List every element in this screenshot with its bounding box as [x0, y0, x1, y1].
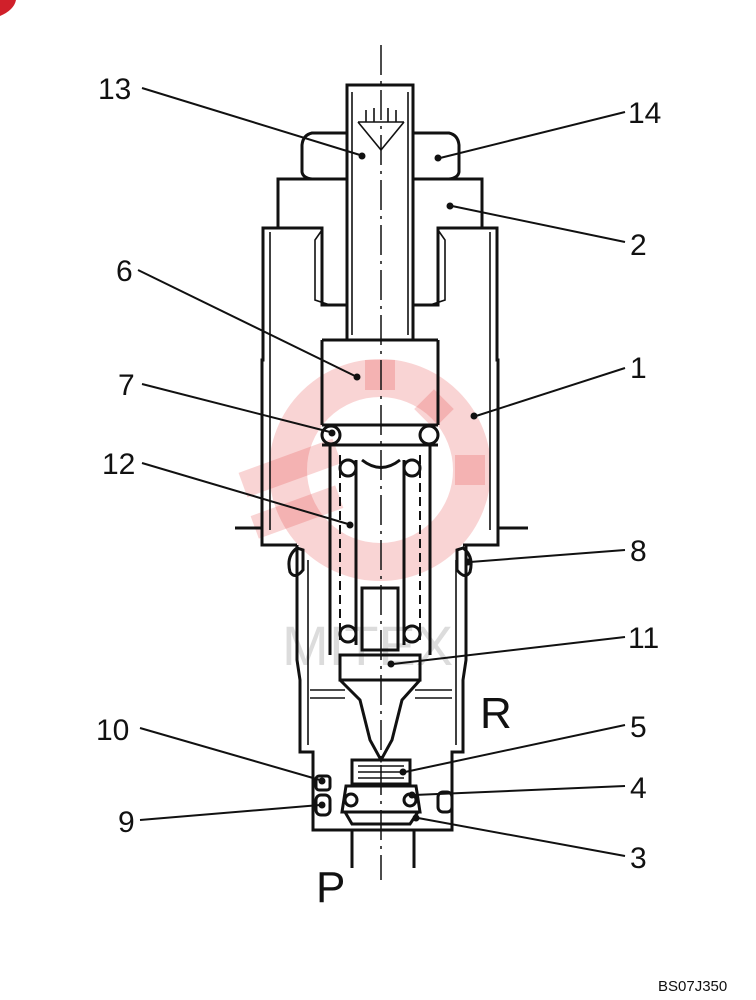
- callout-11: 11: [628, 622, 659, 655]
- callout-6: 6: [116, 255, 133, 288]
- valve-body: [260, 226, 500, 547]
- valve-seat: [350, 758, 412, 786]
- svg-text:MITEX: MITEX: [282, 614, 453, 677]
- port-label-p: P: [316, 863, 345, 912]
- callout-7: 7: [118, 369, 135, 402]
- spring: [328, 445, 432, 655]
- callout-2: 2: [630, 229, 647, 262]
- drawing-code: BS07J350: [658, 978, 727, 995]
- corner-mark: [0, 0, 16, 16]
- o-ring-8: [287, 546, 473, 577]
- spring-seat: [320, 338, 440, 425]
- callout-9: 9: [118, 806, 135, 839]
- o-ring-7: [320, 424, 342, 446]
- plunger: [340, 784, 422, 814]
- callout-8: 8: [630, 535, 647, 568]
- callout-5: 5: [630, 711, 647, 744]
- leader-lines: [137, 87, 626, 857]
- callout-1: 1: [630, 352, 647, 385]
- callout-14: 14: [628, 97, 661, 130]
- watermark-logo: MITEX: [238, 359, 491, 677]
- o-ring-10: [314, 774, 332, 792]
- plug: [276, 177, 484, 307]
- callout-4: 4: [630, 772, 647, 805]
- callout-12: 12: [102, 448, 135, 481]
- callout-10: 10: [96, 714, 129, 747]
- port-label-r: R: [480, 689, 512, 738]
- adjusting-screw: [345, 83, 415, 342]
- callout-3: 3: [630, 842, 647, 875]
- callout-13: 13: [98, 73, 131, 106]
